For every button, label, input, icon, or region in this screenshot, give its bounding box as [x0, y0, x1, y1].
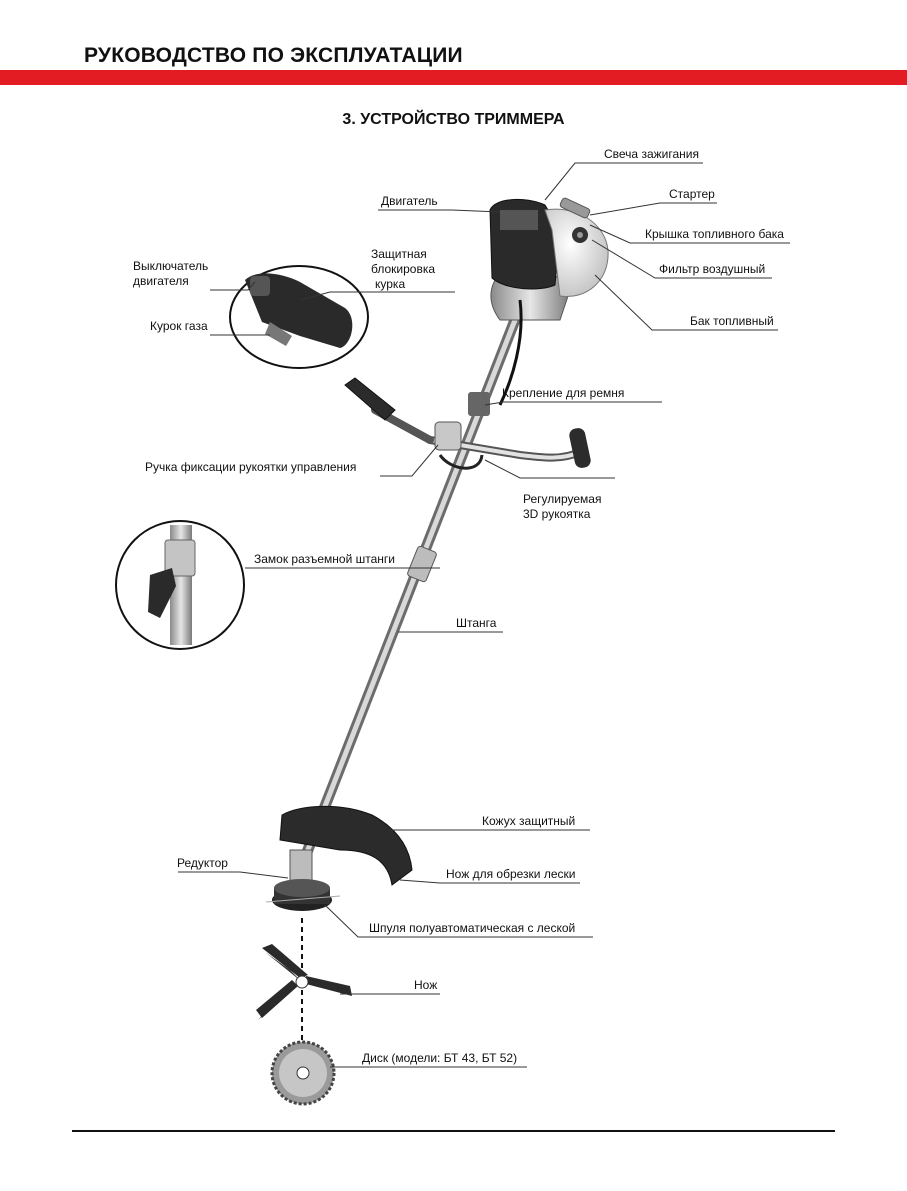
label-disc: Диск (модели: БТ 43, БТ 52): [362, 1051, 517, 1065]
label-3d-handle-line2: 3D рукоятка: [523, 507, 591, 521]
label-throttle: Курок газа: [150, 319, 208, 333]
label-blade: Нож: [414, 978, 437, 992]
trigger-magnifier: [230, 266, 368, 368]
label-line-cutter: Нож для обрезки лески: [446, 867, 575, 881]
blade-illustration: [256, 944, 352, 1020]
label-lock-line3: курка: [375, 277, 405, 291]
label-engine: Двигатель: [381, 194, 438, 208]
label-guard: Кожух защитный: [482, 814, 575, 828]
label-spool: Шпуля полуавтоматическая с леской: [369, 921, 575, 935]
label-fuel-cap: Крышка топливного бака: [645, 227, 784, 241]
label-gearbox: Редуктор: [177, 856, 228, 870]
label-switch-line1: Выключатель: [133, 259, 208, 273]
label-belt-mount: Крепление для ремня: [502, 386, 624, 400]
label-shaft-lock: Замок разъемной штанги: [254, 552, 395, 566]
footer-rule: [72, 1130, 835, 1132]
label-air-filter: Фильтр воздушный: [659, 262, 765, 276]
shaft-lock-magnifier: [116, 521, 244, 649]
label-shaft: Штанга: [456, 616, 497, 630]
disc-illustration: [272, 1042, 334, 1104]
label-handle-knob: Ручка фиксации рукоятки управления: [145, 460, 356, 474]
label-lock-line1: Защитная: [371, 247, 427, 261]
label-fuel-tank: Бак топливный: [690, 314, 774, 328]
label-spark-plug: Свеча зажигания: [604, 147, 699, 161]
label-switch-line2: двигателя: [133, 274, 189, 288]
label-lock-line2: блокировка: [371, 262, 435, 276]
guard-illustration: [266, 806, 412, 911]
label-starter: Стартер: [669, 187, 715, 201]
label-3d-handle-line1: Регулируемая: [523, 492, 601, 506]
